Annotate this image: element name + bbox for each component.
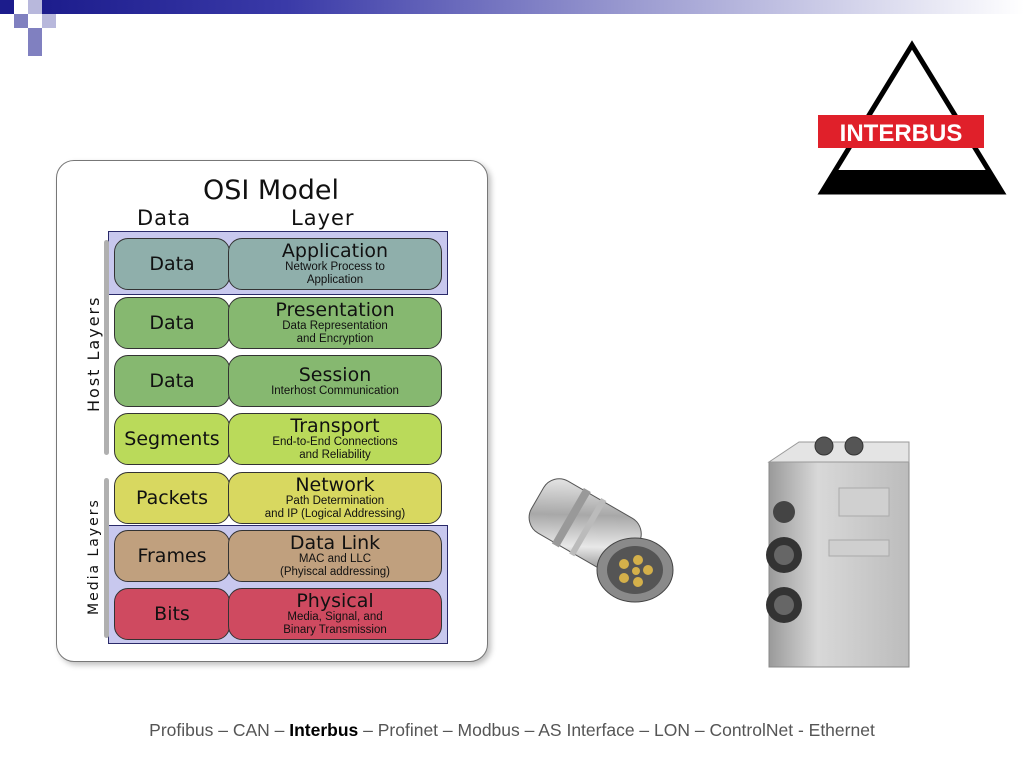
host-layers-label: Host Layers (84, 295, 103, 412)
osi-layer-desc: (Phyiscal addressing) (280, 566, 390, 578)
osi-layer-desc: and IP (Logical Addressing) (264, 508, 406, 520)
osi-layer-desc: MAC and LLC (298, 553, 372, 565)
osi-layer-desc: Path Determination (285, 495, 385, 507)
osi-layer-name: Physical (296, 590, 374, 612)
osi-layer-desc: and Encryption (296, 333, 374, 345)
osi-data-unit-5: Frames (114, 530, 230, 582)
osi-layer-desc: Network Process to (285, 261, 385, 273)
osi-layer-name: Presentation (275, 299, 395, 321)
fieldbus-list-after: – Profinet – Modbus – AS Interface – LON… (358, 720, 875, 740)
osi-layer-desc: End-to-End Connections (272, 436, 398, 448)
deco-square (28, 0, 42, 14)
fieldbus-list-before: Profibus – CAN – (149, 720, 290, 740)
media-layers-label: Media Layers (86, 498, 102, 615)
logo-text: INTERBUS (840, 120, 963, 147)
interbus-logo: INTERBUS (817, 40, 1007, 195)
osi-layer-desc: Application (306, 274, 364, 286)
io-module-image (766, 436, 910, 668)
osi-layer-name: Network (295, 474, 375, 496)
osi-data-unit-4: Packets (114, 472, 230, 524)
osi-layer-name: Transport (290, 415, 380, 437)
deco-square (42, 14, 56, 28)
osi-layer-name: Session (298, 363, 372, 386)
osi-data-unit-3: Segments (114, 413, 230, 465)
top-gradient-bar (40, 0, 1024, 14)
deco-square (0, 28, 14, 42)
osi-layer-desc: Media, Signal, and (287, 611, 383, 623)
osi-column-data: Data (137, 206, 192, 230)
deco-square (14, 14, 28, 28)
osi-layer-name: Application (281, 240, 389, 262)
osi-data-unit-6: Bits (114, 588, 230, 640)
osi-title: OSI Model (202, 175, 339, 206)
osi-layer-desc: Data Representation (282, 320, 388, 332)
fieldbus-interbus-highlight: Interbus (289, 720, 359, 740)
osi-data-unit-1: Data (114, 297, 230, 349)
osi-layer-desc: Binary Transmission (283, 624, 387, 636)
osi-layer-desc: Interhost Communication (271, 384, 399, 397)
media-layers-bar (104, 478, 109, 638)
deco-square (28, 28, 42, 42)
osi-column-layer: Layer (291, 206, 355, 230)
osi-data-unit-2: Data (114, 355, 230, 407)
connector-image (528, 478, 674, 603)
host-layers-bar (104, 240, 109, 455)
logo-base (822, 170, 1002, 192)
fieldbus-list: Profibus – CAN – Interbus – Profinet – M… (0, 720, 1024, 741)
deco-square (0, 0, 14, 14)
deco-square (28, 42, 42, 56)
osi-layer-desc: and Reliability (299, 449, 371, 461)
osi-layer-name: Data Link (289, 532, 381, 554)
logo-red-band (818, 115, 984, 148)
osi-data-unit-0: Data (114, 238, 230, 290)
